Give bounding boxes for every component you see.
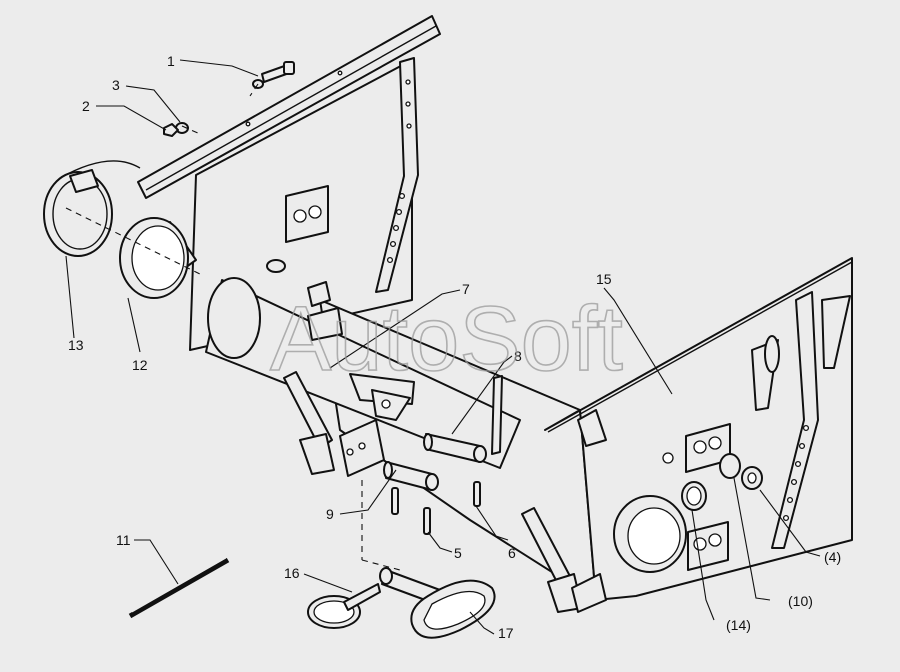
callout-11: 11 (116, 532, 131, 548)
roll-pin-6 (473, 481, 481, 507)
callout-12: 12 (132, 357, 148, 373)
bracket-plate (307, 307, 343, 341)
callout-5: 5 (454, 545, 462, 561)
leader-lines (65, 59, 821, 635)
support-bracket-right (521, 409, 607, 613)
main-tube (205, 259, 521, 469)
strip-8 (491, 375, 503, 455)
rod-11 (128, 557, 230, 619)
callout-1: 1 (167, 53, 175, 69)
bushing-10 (719, 453, 741, 479)
watermark: AutoSoft (270, 288, 623, 390)
roll-pins-5 (391, 487, 431, 535)
callout-10: (10) (788, 593, 813, 609)
callout-7: 7 (462, 281, 470, 297)
bolt-1 (261, 61, 295, 83)
hitch-pin-17 (379, 567, 496, 639)
pin-9 (383, 461, 439, 491)
callout-15: 15 (596, 271, 612, 287)
support-bracket-left (283, 371, 385, 477)
callout-8: 8 (514, 348, 522, 364)
perforated-bar-right (771, 291, 819, 549)
frame-side-plate (189, 59, 413, 351)
bracket-tabs-right (751, 295, 851, 411)
washer-4 (741, 466, 763, 490)
assembly-lines (65, 83, 401, 571)
bushing-sleeve (119, 217, 197, 299)
callout-16: 16 (284, 565, 300, 581)
callout-2: 2 (82, 98, 90, 114)
callout-labels: 1 2 3 (4) 5 6 7 8 9 (10) 11 12 13 (14) 1… (68, 53, 841, 641)
callout-13: 13 (68, 337, 84, 353)
callout-4: (4) (824, 549, 841, 565)
linch-pin-16 (307, 583, 381, 629)
nut-2 (163, 123, 179, 137)
callout-9: 9 (326, 506, 334, 522)
perforated-bar-left (375, 57, 419, 293)
top-angle-strip (137, 15, 441, 199)
pin-8 (423, 433, 487, 463)
callout-14: (14) (726, 617, 751, 633)
callout-3: 3 (112, 77, 120, 93)
bushing-14 (681, 481, 707, 511)
callout-6: 6 (508, 545, 516, 561)
tube-brackets (307, 281, 415, 421)
callout-17: 17 (498, 625, 514, 641)
